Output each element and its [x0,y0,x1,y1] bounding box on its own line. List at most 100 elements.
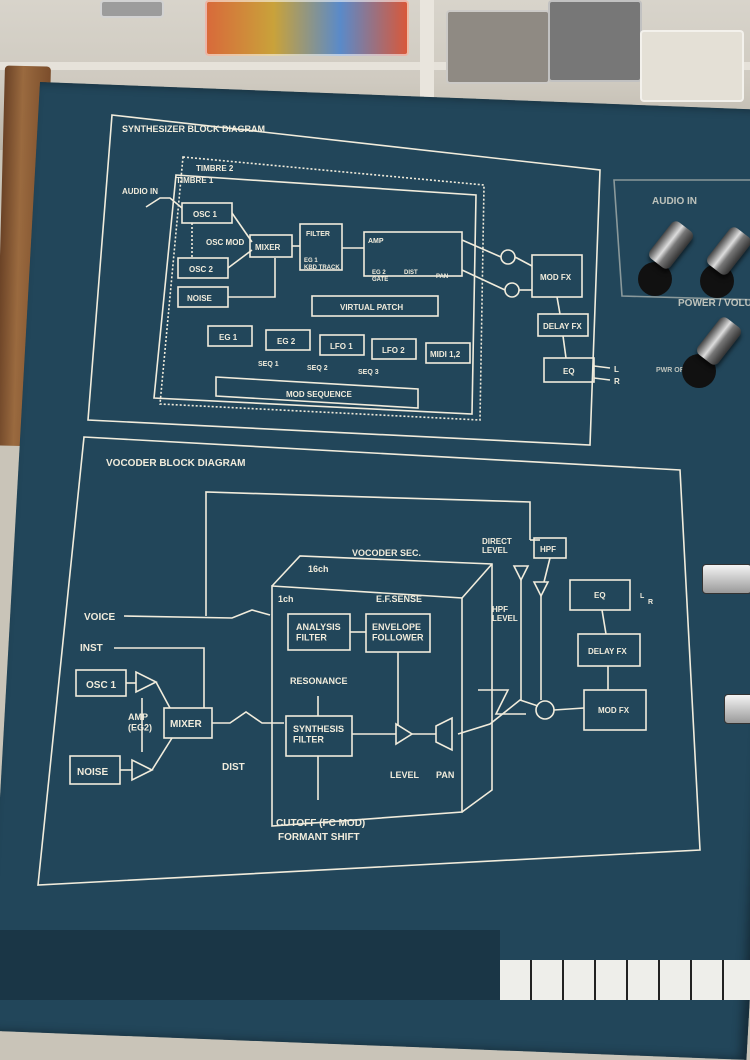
wire [543,557,551,583]
wire [514,256,533,267]
vocoder-sec-label: VOCODER SEC. [352,548,421,558]
synth-lfo1-label: LFO 1 [330,342,353,351]
synth-eg1-label: EG 1 [219,333,238,342]
side-audio-in-label: AUDIO IN [652,196,697,207]
synth-eg1-box [207,325,253,347]
vocoder-pan-icon [435,716,453,752]
vocoder-cutoff-label: CUTOFF (FC MOD) [276,818,365,829]
vocoder-mixer-label: MIXER [170,719,202,730]
synth-midi-label: MIDI 1,2 [430,350,461,359]
front-panel-edge [0,930,500,1000]
synth-lfo1-box [319,334,365,356]
vocoder-delay-fx-box [577,633,641,667]
synth-seq2-label: SEQ 2 [307,365,328,372]
vocoder-inst-label: INST [80,643,103,654]
vocoder-amp-eg2-label: AMP(EG2) [128,712,152,732]
vocoder-level-amp [395,722,414,746]
wire [228,258,276,298]
vocoder-delay-fx-label: DELAY FX [588,647,627,656]
vocoder-block-diagram: VOCODER BLOCK DIAGRAM VOICE INST OSC 1 A… [37,436,701,886]
vocoder-voice-label: VOICE [84,612,115,623]
shelf-divider [0,62,750,70]
synth-mod-fx-label: MOD FX [540,273,572,282]
timbre1-label: TIMBRE 1 [176,176,214,185]
timbre2-frame [159,156,485,421]
synth-audio-in-line [145,197,183,209]
vocoder-pan-label: PAN [436,770,454,780]
wire [593,377,611,381]
synth-eq-label: EQ [563,367,575,376]
synth-diagram-frame [87,114,601,446]
wire [593,365,611,369]
storage-bin [100,0,164,18]
synth-amp-box [363,231,463,277]
vocoder-sum-node [535,700,555,720]
vocoder-16ch-label: 16ch [308,564,329,574]
synth-amp-label: AMP [368,238,384,245]
vocoder-formant-shift-label: FORMANT SHIFT [278,832,360,843]
vocoder-16ch-edge [461,563,493,599]
storage-bin [205,0,409,56]
synth-seq3-label: SEQ 3 [358,369,379,376]
wire [231,212,253,243]
wire [457,699,539,735]
wire [553,707,585,711]
vocoder-level-label: LEVEL [390,770,420,780]
synth-noise-label: NOISE [187,294,213,303]
resonance-label: RESONANCE [290,676,348,686]
synth-eq-box [543,357,595,383]
vocoder-out-l-label: L [640,593,645,600]
hpf-level-amp [532,581,550,598]
synth-dist-label: DIST [404,270,418,276]
synth-out-l-label: L [614,365,619,374]
synth-seq1-label: SEQ 1 [258,361,279,368]
synth-mod-sequence-label: MOD SEQUENCE [286,390,352,399]
synth-osc1-label: OSC 1 [193,210,218,219]
ef-sense-label: E.F.SENSE [376,594,422,604]
synth-osc-mod-label: OSC MOD [206,238,244,247]
wire [601,609,607,635]
synth-mixer-label: MIXER [255,243,281,252]
block-diagrams: SYNTHESIZER BLOCK DIAGRAM TIMBRE 2 TIMBR… [37,114,750,886]
side-panel: AUDIO IN POWER / VOLUME PWR OFF [613,179,750,374]
wire [205,491,531,616]
vocoder-osc1-label: OSC 1 [86,680,116,691]
wire [212,711,284,724]
mode-switch[interactable] [724,694,750,724]
synth-filter-box [299,223,343,271]
wire [562,335,567,359]
vocoder-dist-label: DIST [222,762,245,773]
synth-virtual-patch-box [311,295,439,317]
wire [478,689,526,715]
audio-in-frame [613,179,750,301]
mode-switch[interactable] [702,564,750,594]
vocoder-amp-triangle [135,670,158,694]
synth-filter-label: FILTER [306,231,330,238]
synth-block-diagram: SYNTHESIZER BLOCK DIAGRAM TIMBRE 2 TIMBR… [87,114,620,446]
synth-sum-node [504,282,520,298]
synth-mod-sequence-box [215,376,419,409]
wire [114,647,205,708]
wire [461,239,502,258]
synth-lfo2-box [371,338,417,360]
wire [151,737,173,771]
vocoder-eq-box [569,579,631,611]
vocoder-amp-triangle [131,758,154,782]
synth-lfo2-label: LFO 2 [382,346,405,355]
vocoder-mod-fx-box [583,689,647,731]
synth-diagram-title: SYNTHESIZER BLOCK DIAGRAM [122,124,265,134]
synth-osc2-label: OSC 2 [189,265,214,274]
synth-delay-fx-label: DELAY FX [543,322,582,331]
synth-virtual-patch-label: VIRTUAL PATCH [340,303,403,312]
vocoder-hpf-label: HPF [540,545,556,554]
timbre2-label: TIMBRE 2 [196,164,234,173]
synth-pan-label: PAN [436,274,448,280]
wire [123,609,271,619]
storage-bin [640,30,744,102]
